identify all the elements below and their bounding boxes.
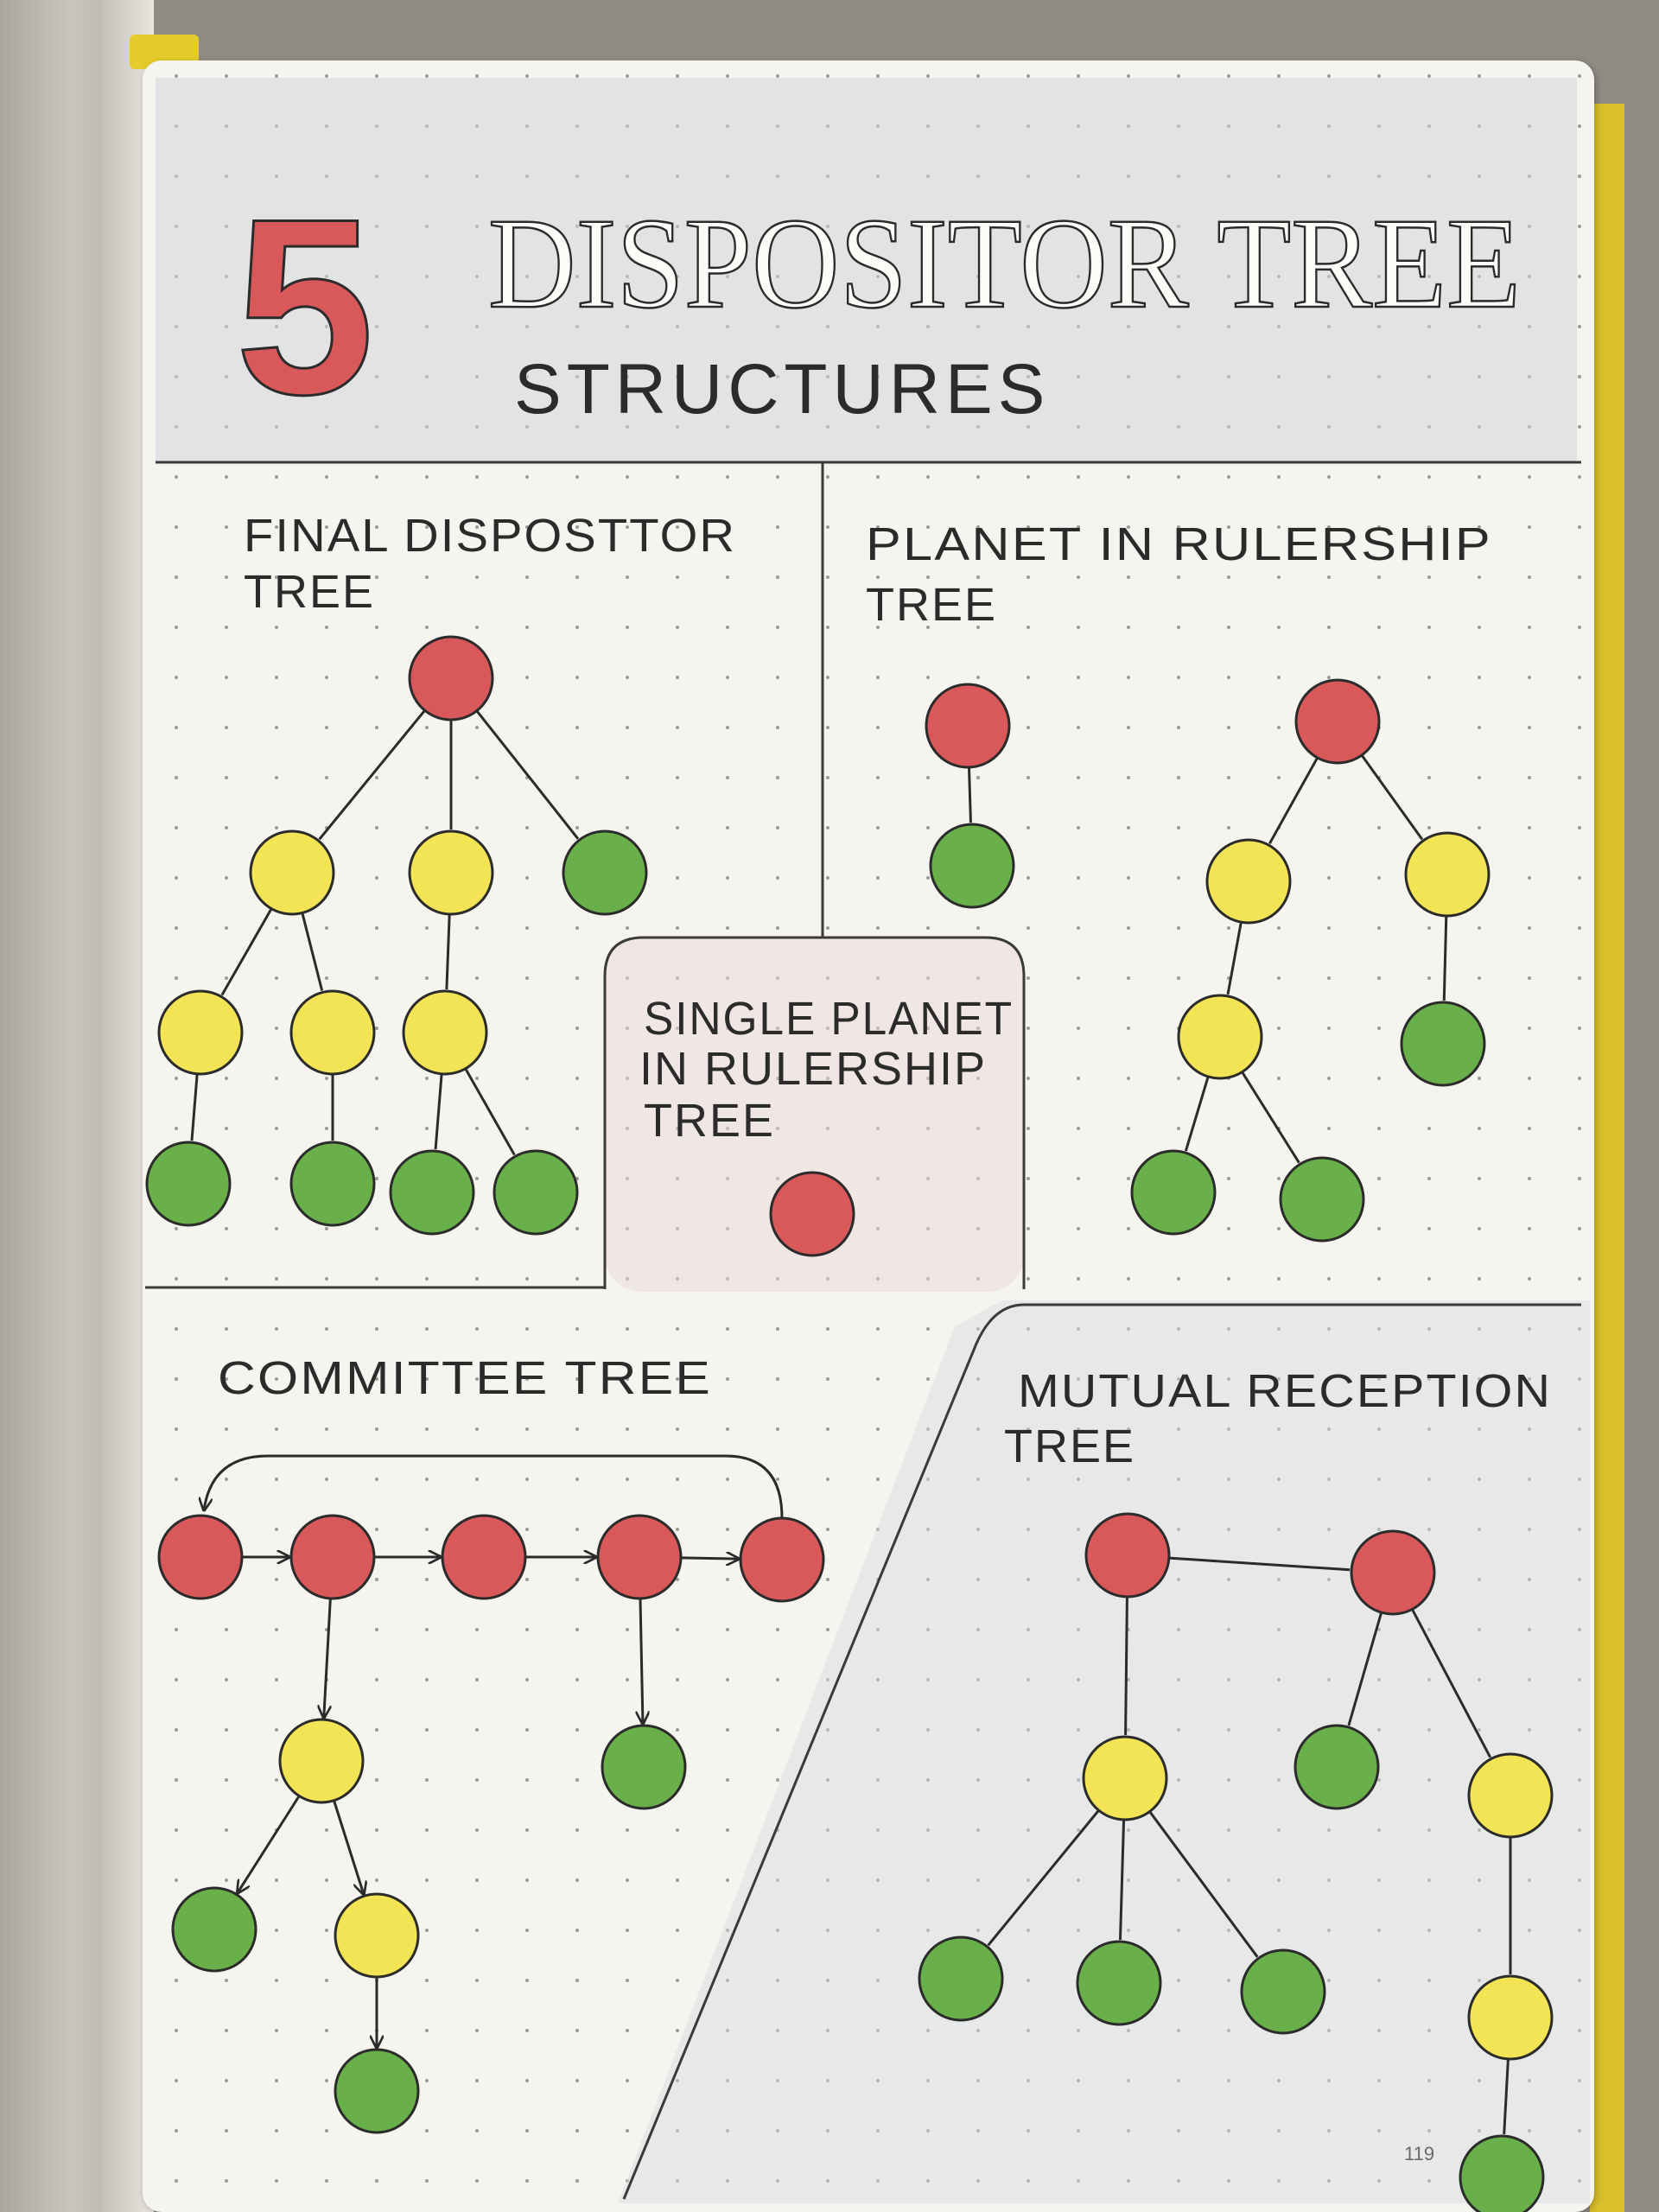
green-planet-node <box>562 830 648 916</box>
green-planet-node <box>493 1149 579 1236</box>
yellow-planet-node <box>1082 1735 1168 1821</box>
tree-edge <box>1148 1810 1259 1958</box>
rulership-tree-label-line2: TREE <box>866 579 997 631</box>
green-planet-node <box>171 1886 257 1973</box>
yellow-planet-node <box>334 1892 420 1979</box>
tree-edge <box>1124 1596 1128 1736</box>
green-planet-node <box>334 2048 420 2134</box>
single-tree-label-line1: SINGLE PLANET <box>644 993 1014 1045</box>
red-planet-node <box>739 1516 825 1603</box>
tree-edge <box>318 709 426 841</box>
yellow-planet-node <box>402 989 488 1076</box>
yellow-planet-node <box>278 1718 365 1804</box>
tree-edge <box>1411 1608 1492 1758</box>
committee-arrow <box>640 1598 643 1724</box>
committee-arrow <box>333 1800 363 1895</box>
single-tree-label-line2: IN RULERSHIP <box>639 1043 987 1095</box>
title-sub: STRUCTURES <box>514 350 1050 429</box>
yellow-planet-node <box>1467 1974 1554 2061</box>
yellow-planet-node <box>408 830 494 916</box>
green-planet-node <box>929 823 1015 909</box>
committee-arrow <box>324 1598 332 1718</box>
committee-tree-label: COMMITTEE TREE <box>218 1352 712 1404</box>
green-planet-node <box>145 1141 232 1227</box>
red-planet-node <box>1294 678 1381 765</box>
green-planet-node <box>601 1724 687 1810</box>
yellow-planet-node <box>1177 994 1263 1080</box>
tree-edge <box>987 1809 1100 1947</box>
tree-edges <box>190 709 1512 2135</box>
page-edges <box>1590 104 1624 2212</box>
green-planet-node <box>1279 1156 1365 1243</box>
committee-arrow <box>238 1795 301 1893</box>
tree-edge <box>1503 2058 1510 2135</box>
green-planet-node <box>918 1936 1004 2022</box>
red-planet-node <box>1084 1512 1171 1599</box>
green-planet-node <box>289 1141 376 1227</box>
tree-edge <box>1347 1611 1383 1726</box>
green-planet-node <box>1294 1724 1380 1810</box>
yellow-planet-node <box>157 989 244 1076</box>
page-number: 119 <box>1404 2143 1434 2164</box>
tree-edge <box>1360 754 1424 841</box>
yellow-planet-node <box>1404 831 1491 918</box>
tree-edge <box>464 1068 516 1156</box>
tree-edge <box>967 766 972 823</box>
red-planet-node <box>1350 1529 1436 1616</box>
green-planet-node <box>1076 1940 1162 2026</box>
rulership-tree-label-line1: PLANET IN RULERSHIP <box>866 518 1492 570</box>
green-planet-node <box>1400 1001 1486 1087</box>
red-planet-node <box>408 635 494 721</box>
single-panel-shading <box>605 938 1024 1292</box>
tree-edge <box>1241 1071 1300 1164</box>
red-planet-node <box>925 683 1011 769</box>
red-planet-node <box>769 1171 855 1257</box>
tree-edge <box>1184 1076 1210 1152</box>
tree-edge <box>1168 1556 1351 1572</box>
tree-edge <box>445 913 451 990</box>
red-planet-node <box>289 1514 376 1600</box>
tree-edge <box>1118 1819 1126 1941</box>
tree-nodes <box>145 635 1554 2212</box>
red-planet-node <box>441 1514 527 1600</box>
committee-loop-arrow <box>204 1454 784 1519</box>
single-tree-label-line3: TREE <box>644 1095 775 1147</box>
green-planet-node <box>1130 1149 1217 1236</box>
tree-edge <box>475 709 580 840</box>
mutual-panel-border <box>622 1303 1025 2200</box>
mutual-tree-label-line2: TREE <box>1004 1421 1135 1472</box>
yellow-planet-node <box>289 989 376 1076</box>
tree-edge <box>1268 757 1319 845</box>
red-planet-node <box>157 1514 244 1600</box>
green-planet-node <box>1459 2134 1545 2212</box>
tree-edge <box>220 907 273 996</box>
yellow-planet-node <box>1205 838 1292 925</box>
final-tree-label-line1: FINAL DISPOSTTOR <box>244 510 736 562</box>
header-shading <box>156 78 1577 462</box>
green-planet-node <box>1240 1948 1326 2035</box>
committee-arrow <box>680 1558 739 1559</box>
mutual-tree-label-line1: MUTUAL RECEPTION <box>1018 1365 1552 1417</box>
red-planet-node <box>596 1514 683 1600</box>
green-planet-node <box>389 1149 475 1236</box>
yellow-planet-node <box>1467 1752 1554 1839</box>
tree-edge <box>301 912 324 991</box>
final-tree-label-line2: TREE <box>244 566 375 618</box>
single-panel-border <box>603 936 1026 1289</box>
yellow-planet-node <box>249 830 335 916</box>
title-main: DISPOSITOR TREE <box>488 192 1521 335</box>
tree-edge <box>434 1073 443 1150</box>
tree-edge <box>1442 915 1448 1001</box>
title-number: 5 <box>235 167 374 447</box>
tree-edge <box>1226 921 1243 995</box>
tree-edge <box>190 1073 199 1141</box>
